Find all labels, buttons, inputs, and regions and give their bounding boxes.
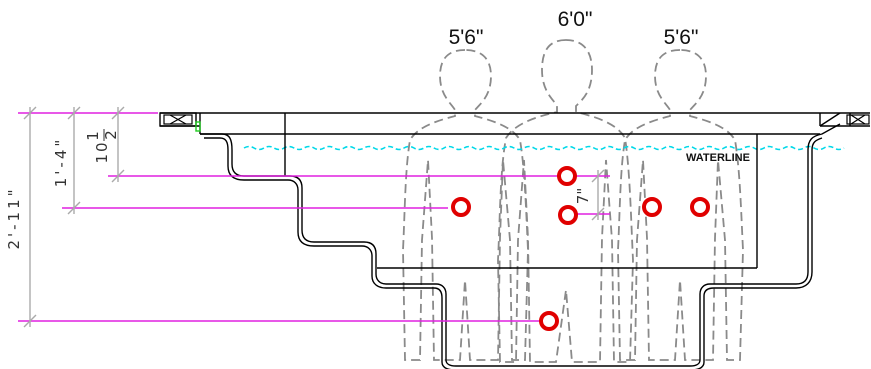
- dim-jet-spacing-label: 7": [574, 188, 592, 204]
- jet-seat-center: [558, 205, 578, 225]
- svg-text:1: 1: [84, 131, 102, 141]
- svg-text:10: 10: [93, 140, 111, 163]
- right-coping-block: [846, 114, 870, 125]
- jet-floor: [539, 311, 559, 331]
- waterline-label: WATERLINE: [686, 152, 750, 164]
- jet-seat-right-a: [642, 197, 662, 217]
- leader-lines: [18, 112, 610, 322]
- water-surface: [243, 145, 845, 151]
- figure-center-height: 6'0": [558, 8, 593, 31]
- figure-center: [497, 39, 634, 363]
- jet-seat-right-b: [690, 197, 710, 217]
- dim-bench-label: 10 1 2: [84, 129, 120, 164]
- jet-bench-upper: [557, 166, 577, 186]
- dim-overall-label: 2'-11": [5, 186, 23, 249]
- figure-left: [402, 49, 529, 361]
- jets: [451, 166, 710, 331]
- jet-seat-left: [451, 197, 471, 217]
- human-figures: [402, 39, 744, 363]
- left-coping-block: [163, 114, 193, 125]
- figure-left-height: 5'6": [449, 26, 484, 49]
- skimmer-marker: [195, 121, 201, 132]
- figure-right-height: 5'6": [664, 26, 699, 49]
- spa-shell: [159, 112, 870, 369]
- figure-right: [617, 49, 744, 361]
- svg-text:2: 2: [102, 130, 120, 140]
- dimension-lines: [23, 106, 605, 328]
- dim-upper-label: 1'-4": [52, 137, 70, 188]
